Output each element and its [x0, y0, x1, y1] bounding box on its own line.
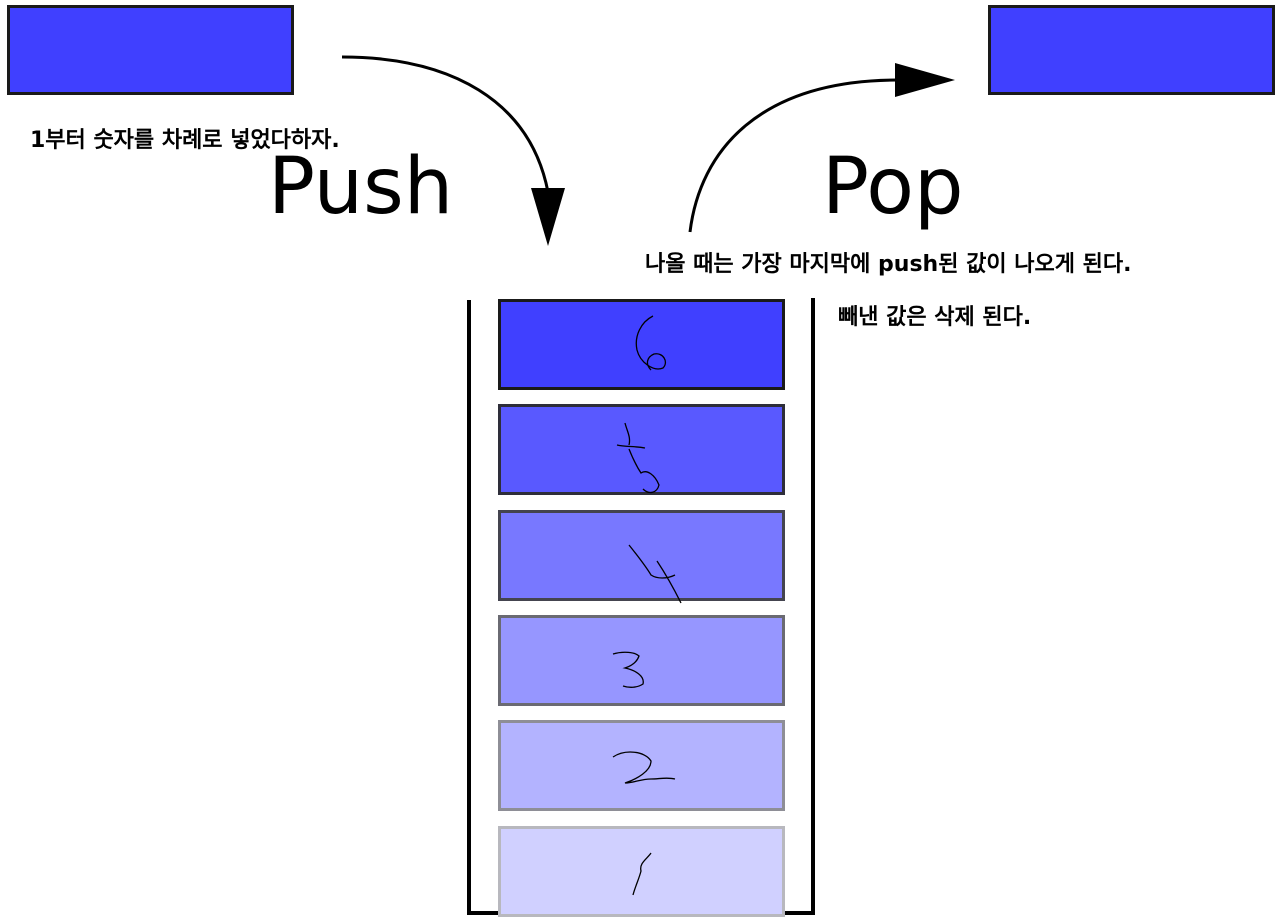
pop-title: Pop: [822, 142, 964, 232]
stack-item-2: [498, 720, 785, 811]
stack-item-3: [498, 615, 785, 706]
handwritten-digit-1: [632, 852, 652, 896]
push-note: 1부터 숫자를 차례로 넣었다하자.: [30, 128, 340, 153]
stack-item-5: [498, 404, 785, 495]
stack-item-6: [498, 299, 785, 390]
pop-note-2: 빼낸 값은 삭제 된다.: [838, 305, 1032, 330]
stack-item-1: [498, 826, 785, 917]
handwritten-digit-6: [635, 315, 667, 371]
push-source-box: [7, 5, 294, 95]
handwritten-digit-5: [616, 422, 660, 494]
pop-arrow: [688, 63, 955, 233]
push-arrow: [341, 55, 565, 246]
stack-item-4: [498, 510, 785, 604]
handwritten-digit-2: [612, 751, 676, 784]
push-title: Push: [268, 142, 454, 232]
handwritten-digit-3: [612, 651, 644, 688]
pop-note-1: 나올 때는 가장 마지막에 push된 값이 나오게 된다.: [645, 252, 1132, 277]
pop-target-box: [988, 5, 1275, 95]
handwritten-digit-4: [628, 544, 682, 604]
